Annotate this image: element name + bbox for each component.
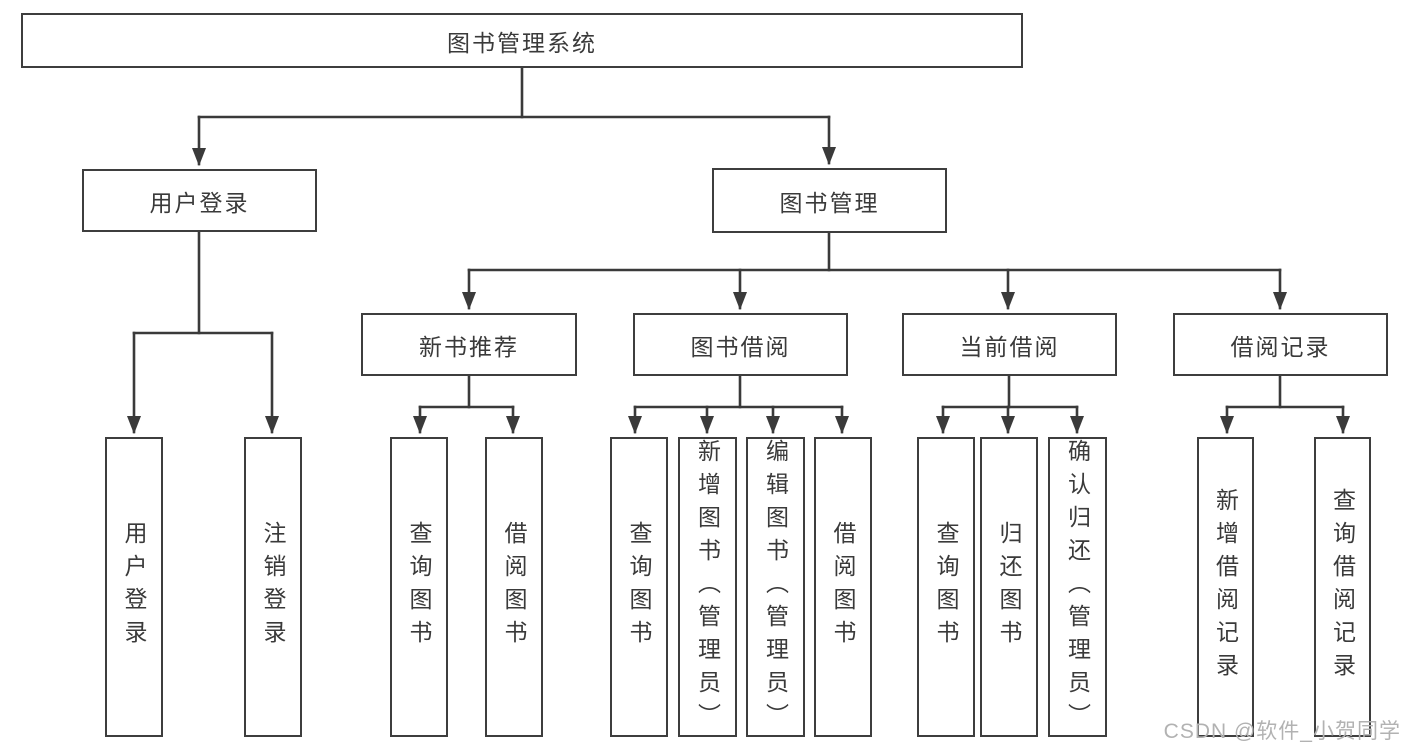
node-borrowing-records: 借阅记录 (1173, 313, 1388, 376)
node-label: 图书借阅 (690, 333, 791, 360)
node-label: 注销登录 (260, 521, 286, 653)
leaf-query-books-recommend: 查询图书 (390, 437, 448, 737)
node-label: 借阅图书 (501, 521, 527, 653)
leaf-add-books-admin: 新增图书（管理员） (678, 437, 737, 737)
leaf-query-books-current: 查询图书 (917, 437, 975, 737)
node-user-login: 用户登录 (82, 169, 317, 232)
node-book-management: 图书管理 (712, 168, 947, 233)
leaf-query-books-borrowing: 查询图书 (610, 437, 668, 737)
node-new-book-recommendation: 新书推荐 (361, 313, 577, 376)
leaf-borrow-books-recommend: 借阅图书 (485, 437, 543, 737)
node-label: 新增借阅记录 (1212, 488, 1239, 686)
node-library-management-system: 图书管理系统 (21, 13, 1023, 68)
node-label: 新书推荐 (419, 333, 519, 360)
node-book-borrowing: 图书借阅 (633, 313, 848, 376)
node-label: 借阅记录 (1230, 333, 1331, 360)
leaf-logout: 注销登录 (244, 437, 302, 737)
node-label: 查询图书 (933, 521, 959, 653)
csdn-watermark: CSDN @软件_小贺同学 (1163, 720, 1401, 743)
leaf-add-borrow-record: 新增借阅记录 (1197, 437, 1254, 737)
leaf-edit-books-admin: 编辑图书（管理员） (746, 437, 805, 737)
leaf-query-borrow-record: 查询借阅记录 (1314, 437, 1371, 737)
node-current-borrowing: 当前借阅 (902, 313, 1117, 376)
node-label: 查询借阅记录 (1329, 488, 1356, 686)
node-label: 查询图书 (406, 521, 432, 653)
leaf-user-login: 用户登录 (105, 437, 163, 737)
leaf-confirm-return-admin: 确认归还（管理员） (1048, 437, 1107, 737)
node-label: 借阅图书 (830, 521, 856, 653)
node-label: 用户登录 (149, 189, 250, 216)
node-label: 当前借阅 (959, 333, 1060, 360)
node-label: 查询图书 (626, 521, 652, 653)
node-label: 归还图书 (996, 521, 1022, 653)
leaf-borrow-books: 借阅图书 (814, 437, 872, 737)
node-label: 用户登录 (121, 521, 147, 653)
node-label: 新增图书（管理员） (694, 439, 721, 736)
node-label: 编辑图书（管理员） (762, 439, 789, 736)
node-label: 确认归还（管理员） (1064, 439, 1091, 736)
node-label: 图书管理 (779, 189, 880, 216)
leaf-return-books: 归还图书 (980, 437, 1038, 737)
node-label: 图书管理系统 (447, 29, 597, 56)
